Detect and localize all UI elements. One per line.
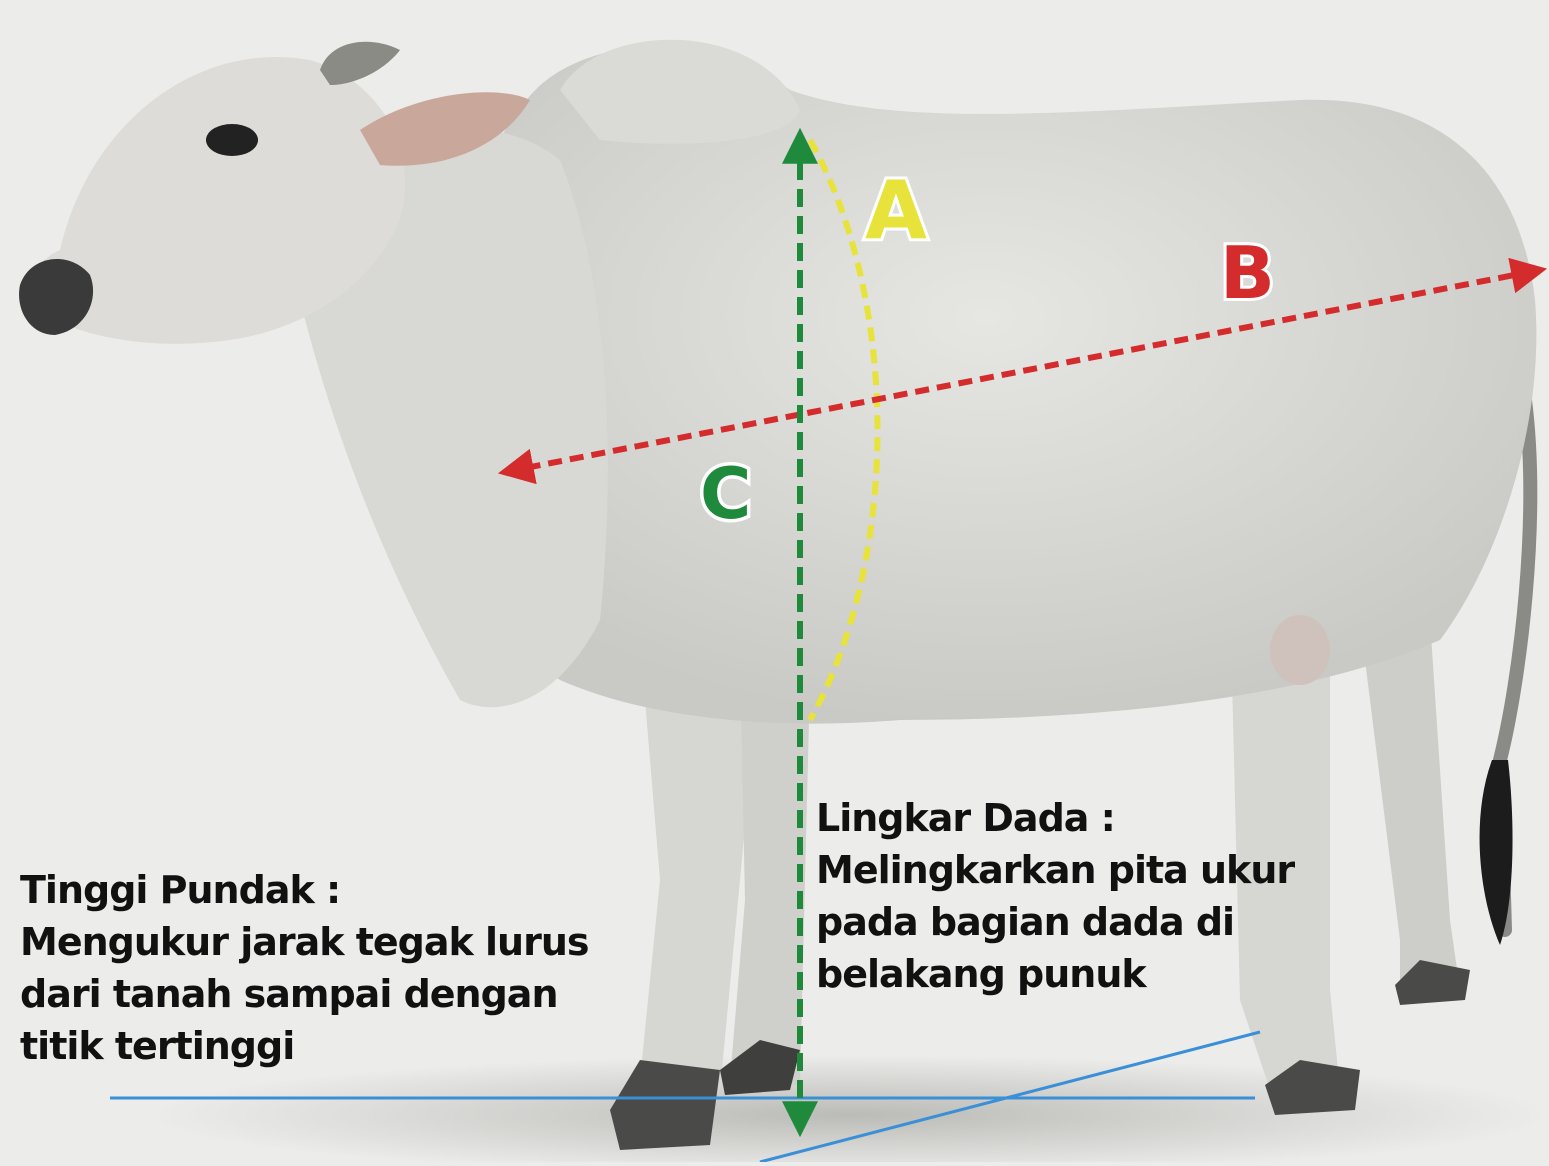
label-c: C xyxy=(700,453,751,535)
caption-line: dari tanah sampai dengan xyxy=(20,968,589,1020)
caption-lingkar-dada: Lingkar Dada : Melingkarkan pita ukur pa… xyxy=(816,792,1294,1000)
label-b: B xyxy=(1220,231,1275,315)
caption-line: titik tertinggi xyxy=(20,1020,589,1072)
caption-tinggi-pundak: Tinggi Pundak : Mengukur jarak tegak lur… xyxy=(20,864,589,1072)
caption-title: Tinggi Pundak : xyxy=(20,864,589,916)
caption-line: Melingkarkan pita ukur xyxy=(816,844,1294,896)
caption-line: pada bagian dada di xyxy=(816,896,1294,948)
caption-line: belakang punuk xyxy=(816,948,1294,1000)
label-a: A xyxy=(865,164,927,257)
caption-line: Mengukur jarak tegak lurus xyxy=(20,916,589,968)
caption-title: Lingkar Dada : xyxy=(816,792,1294,844)
